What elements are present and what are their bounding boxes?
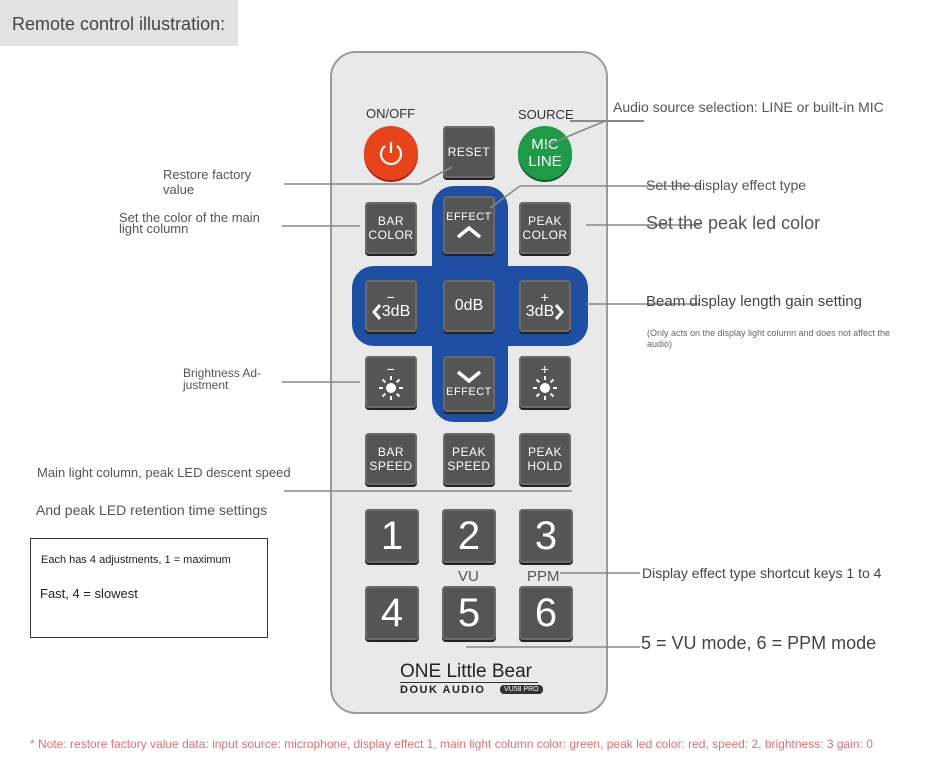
annot-effect-type: Set the display effect type [646, 177, 806, 193]
annot-restore-2: value [163, 182, 194, 197]
annot-brightness-2: justment [183, 378, 228, 392]
annot-shortcut: Display effect type shortcut keys 1 to 4 [642, 565, 881, 581]
annot-peak-color: Set the peak led color [646, 213, 820, 234]
note-line-1: Each has 4 adjustments, 1 = maximum [41, 554, 231, 566]
footer-note: * Note: restore factory value data: inpu… [30, 737, 873, 751]
annot-bar-color-2: light column [119, 221, 188, 236]
annot-speed-2: And peak LED retention time settings [36, 502, 267, 518]
speed-note-box: Each has 4 adjustments, 1 = maximum Fast… [30, 538, 268, 638]
annot-restore-1: Restore factory [163, 167, 251, 182]
annot-gain-note-2: audio) [647, 339, 672, 349]
annot-gain-note-1: (Only acts on the display light column a… [647, 328, 890, 338]
annot-vu-ppm: 5 = VU mode, 6 = PPM mode [641, 633, 876, 654]
annot-speed-1: Main light column, peak LED descent spee… [37, 465, 291, 480]
note-line-2: Fast, 4 = slowest [40, 586, 138, 601]
annot-source: Audio source selection: LINE or built-in… [613, 99, 884, 115]
annot-gain: Beam display length gain setting [646, 293, 862, 310]
